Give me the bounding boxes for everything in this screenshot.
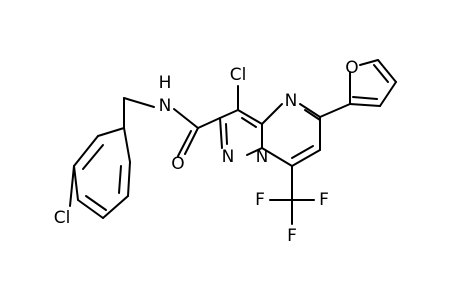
bond [299,103,321,118]
bond [373,64,389,83]
bond [73,135,99,167]
bond [73,165,79,201]
bond [69,165,75,207]
atom-labels: N H O Cl N O N N Cl F F F [54,58,359,246]
bond [123,127,131,163]
bond [319,103,351,118]
bonds [69,59,397,225]
bond [123,97,155,108]
bond [82,144,104,170]
bond [173,108,199,129]
bond [261,147,293,167]
bond [349,103,381,107]
bond [291,149,321,167]
bond [118,165,122,194]
chlorine-top-label: Cl [230,65,247,85]
oxygen-carbonyl-label: O [171,154,184,174]
fluorine-bottom-label: F [287,226,297,246]
bond [291,145,314,159]
bond [177,130,192,157]
bond [219,117,223,149]
bond [241,117,257,128]
nitrogen-pyrazole-label: N [256,147,269,167]
bond [261,103,283,125]
bond [359,59,379,66]
bond [352,96,378,100]
bond [219,109,239,119]
fluorine-right-label: F [319,190,329,210]
bond [85,195,107,211]
bond [304,109,321,121]
nitrogen-amide-label: N [159,96,172,116]
bond [377,59,397,83]
bond [127,161,131,197]
nitrogen-pyrimidine-label: N [285,91,298,111]
bond [237,109,263,125]
bond [97,127,125,137]
bond [197,117,221,129]
hydrogen-amide-label: H [159,73,172,93]
oxygen-furan-label: O [345,58,358,78]
fluorine-left-label: F [255,190,265,210]
bond [225,123,228,145]
chlorine-benzyl-label: Cl [54,208,71,228]
bond [184,127,199,155]
nitrogen-pyrazole-label: N [222,147,235,167]
bond [102,195,129,219]
bond [246,147,263,156]
bond [379,81,397,107]
bond [77,199,104,219]
